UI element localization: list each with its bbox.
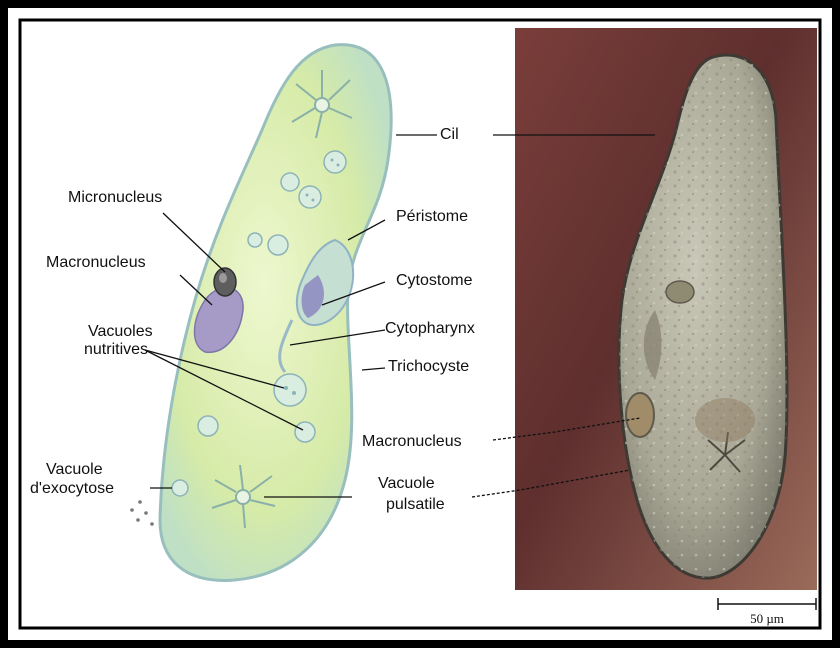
- label-pulsatile-line1: Vacuole: [378, 474, 435, 493]
- micrograph-vacuole: [666, 281, 694, 303]
- label-cil: Cil: [440, 125, 459, 144]
- label-vacuoles-line2: nutritives: [84, 340, 148, 359]
- scale-bar-label: 50 µm: [750, 611, 784, 626]
- label-exocytose-line2: d'exocytose: [30, 479, 114, 498]
- label-exocytose-line1: Vacuole: [46, 460, 103, 479]
- label-pulsatile-line2: pulsatile: [386, 495, 445, 514]
- label-vacuoles-line1: Vacuoles: [88, 322, 153, 341]
- label-macronucleus-right: Macronucleus: [362, 432, 462, 451]
- label-cytopharynx: Cytopharynx: [385, 319, 475, 338]
- label-cytostome: Cytostome: [396, 271, 472, 290]
- label-trichocyste: Trichocyste: [388, 357, 469, 376]
- label-peristome: Péristome: [396, 207, 468, 226]
- label-macronucleus-left: Macronucleus: [46, 253, 146, 272]
- label-micronucleus: Micronucleus: [68, 188, 162, 207]
- micrograph-macronucleus: [626, 393, 654, 437]
